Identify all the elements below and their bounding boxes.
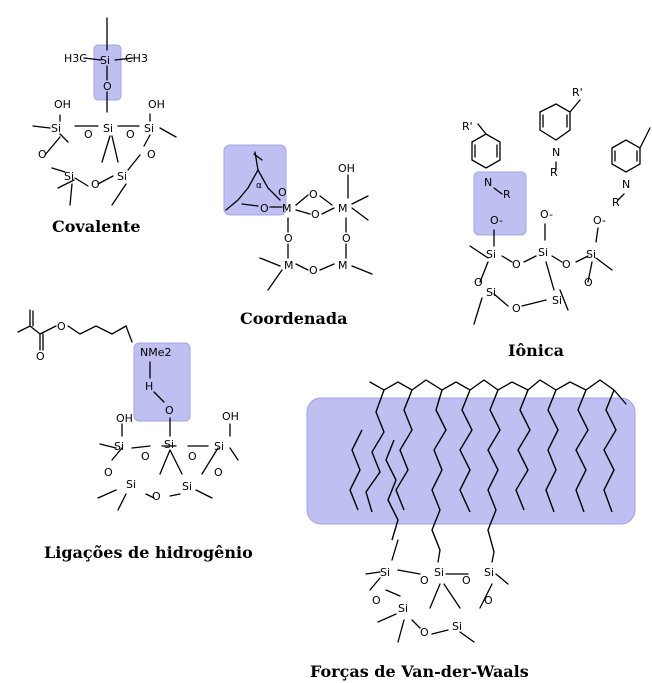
oxygen-e: O — [91, 178, 100, 191]
silicon-right: Si — [144, 122, 154, 135]
silicon-h1: Si — [114, 440, 124, 453]
oxygen-v4: O — [484, 594, 493, 607]
methyl-left: H3C — [64, 52, 87, 65]
oxygen-i3: O — [474, 276, 483, 289]
r-1: R — [503, 188, 511, 201]
oh-left: OH — [54, 98, 71, 111]
silicon-v4: Si — [398, 602, 408, 615]
oxygen-i1: O — [512, 258, 521, 271]
oxygen-h5: O — [152, 490, 161, 503]
vdw-highlight — [306, 397, 636, 525]
silicon-i4: Si — [486, 286, 496, 299]
oxygen-h3: O — [104, 466, 113, 479]
label-ionica: Iônica — [508, 341, 564, 360]
silicon-h4: Si — [126, 478, 136, 491]
oh-right: OH — [148, 98, 165, 111]
nitrogen-3: N — [622, 178, 630, 191]
ionic-highlight — [473, 171, 527, 236]
oxygen-carbonyl: O — [36, 350, 45, 363]
covalent-bond-diagram: H3C Si CH3 O OH OH Si Si Si O O O O Si O… — [32, 17, 177, 236]
r-3: R — [612, 196, 620, 209]
silicon-bl: Si — [64, 170, 74, 183]
oxygen-m2: O — [311, 208, 320, 221]
oh-coord: OH — [338, 162, 355, 175]
oxygen-i2: O — [562, 258, 571, 271]
nitrogen-1: N — [484, 176, 492, 189]
silicon-i2: Si — [538, 246, 548, 259]
oxygen-v3: O — [372, 594, 381, 607]
metal-bl: M — [284, 259, 294, 272]
label-vanderwaals: Forças de Van-der-Waals — [310, 662, 529, 681]
silicon-i3: Si — [586, 248, 596, 261]
oxygen-v1: O — [420, 574, 429, 587]
oh-h-left: OH — [116, 412, 133, 425]
oxygen-i4: O — [584, 276, 593, 289]
silicon-h3: Si — [214, 440, 224, 453]
label-hidrogenio: Ligações de hidrogênio — [44, 543, 253, 562]
oxygen-chelate-bottom: O — [260, 202, 269, 215]
r-2: R — [550, 166, 558, 179]
coordinate-bond-diagram: α O O M O O OH M O O M O M Coordenada — [223, 144, 373, 328]
metal-right: M — [338, 202, 348, 215]
oxygen-m4: O — [342, 232, 351, 245]
silicon-h5: Si — [182, 480, 192, 493]
silicon-br: Si — [117, 170, 127, 183]
silicon-i1: Si — [486, 248, 496, 261]
oxygen-h2: O — [188, 450, 197, 463]
oxygen-minus-2: O- — [540, 208, 553, 221]
hydrogen-highlight — [133, 342, 191, 422]
oh-h-right: OH — [222, 410, 239, 423]
oxygen-h4: O — [214, 466, 223, 479]
oxygen-c: O — [38, 148, 47, 161]
oxygen-v2: O — [462, 574, 471, 587]
label-covalente: Covalente — [52, 217, 141, 236]
oxygen-i5: O — [512, 302, 521, 315]
oxygen-a: O — [84, 128, 93, 141]
oxygen-m5: O — [309, 264, 318, 277]
silicon-top: Si — [100, 54, 110, 67]
alpha-symbol: α — [256, 181, 262, 191]
silicon-mid: Si — [103, 122, 113, 135]
oxygen-m3: O — [284, 232, 293, 245]
silicon-v3: Si — [484, 566, 494, 579]
r-prime-2: R' — [572, 86, 583, 99]
label-coordenada: Coordenada — [240, 309, 347, 328]
oxygen-minus-3: O- — [593, 214, 606, 227]
oxygen-m1: O — [309, 188, 318, 201]
oxygen-bridge: O — [103, 80, 112, 93]
hydrogen-bond-diagram: O O NMe2 H O OH OH Si O Si O Si O O Si O… — [17, 309, 253, 562]
oxygen-h1: O — [141, 450, 150, 463]
metal-left: M — [282, 202, 292, 215]
silicon-v2: Si — [434, 566, 444, 579]
oxygen-b: O — [126, 128, 135, 141]
silicon-h2: Si — [164, 438, 174, 451]
silicon-v5: Si — [452, 620, 462, 633]
r-prime-1: R' — [462, 120, 473, 133]
silicon-v1: Si — [380, 566, 390, 579]
amine-nme2: NMe2 — [140, 346, 172, 359]
nitrogen-2: N — [552, 146, 560, 159]
ionic-bond-diagram: R' R' N R N R N R O- O- O- Si O Si O Si … — [462, 86, 651, 360]
metal-br: M — [338, 259, 348, 272]
oxygen-ester: O — [57, 320, 66, 333]
silicon-left: Si — [51, 122, 61, 135]
oxygen-v5: O — [420, 626, 429, 639]
methyl-right: CH3 — [125, 52, 148, 65]
oxygen-d: O — [147, 148, 156, 161]
hydrogen-atom: H — [145, 380, 153, 393]
oxygen-h: O — [165, 404, 174, 417]
oxygen-minus-1: O- — [490, 214, 503, 227]
oxygen-chelate-top: O — [278, 186, 287, 199]
van-der-waals-diagram: Si O Si O Si O O Si O Si Forças de Van-d… — [306, 379, 636, 681]
silicon-i5: Si — [552, 294, 562, 307]
